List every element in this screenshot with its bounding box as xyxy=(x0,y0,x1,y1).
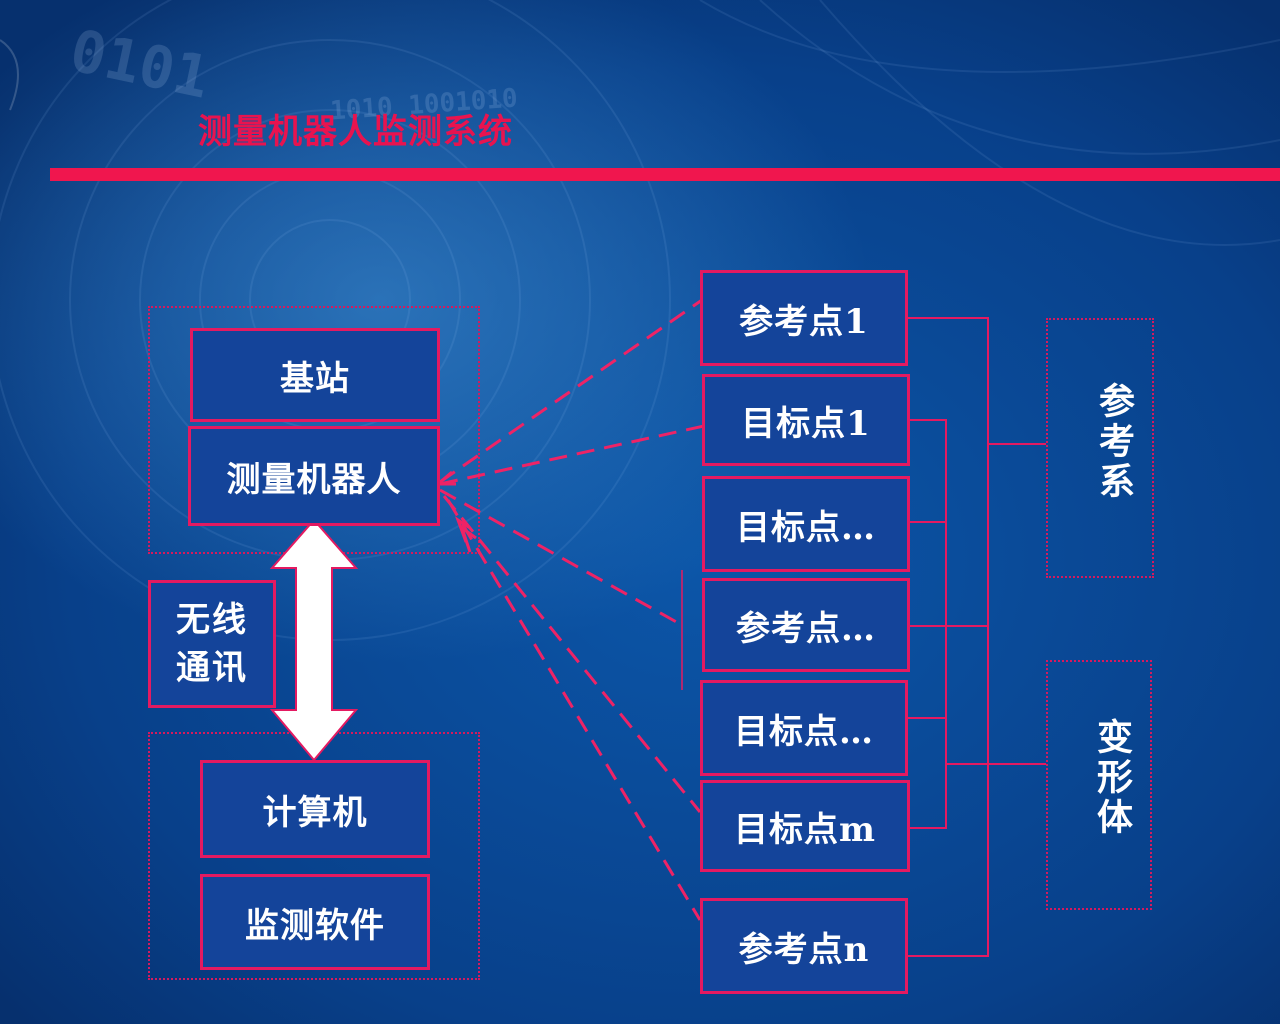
wireless-double-arrow xyxy=(269,518,359,762)
sight-line-reference-n xyxy=(446,499,702,921)
arrowhead xyxy=(459,524,477,553)
point-label: 参考点1 xyxy=(739,301,869,342)
point-reference-mid: 参考点… xyxy=(702,578,910,672)
base-station-box: 基站 xyxy=(190,328,440,422)
sight-line-target-1 xyxy=(439,424,705,486)
sight-line-target-m xyxy=(442,495,702,813)
deformation-bracket-line xyxy=(908,419,947,829)
software-box: 监测软件 xyxy=(200,874,430,970)
point-target-1: 目标点1 xyxy=(702,374,910,466)
reference-frame-label: 参考系 xyxy=(1093,382,1135,502)
point-label: 目标点… xyxy=(734,711,874,752)
point-label: 目标点m xyxy=(734,809,876,850)
sight-line-reference-1 xyxy=(439,298,703,484)
base-station-label: 基站 xyxy=(280,358,350,399)
sight-line-reference-mid xyxy=(439,488,681,626)
robot-label: 测量机器人 xyxy=(226,459,402,500)
slide-title: 测量机器人监测系统 xyxy=(198,112,513,152)
point-label: 参考点n xyxy=(738,929,870,970)
computer-box: 计算机 xyxy=(200,760,430,858)
point-label: 目标点… xyxy=(736,507,876,548)
deformation-body-label: 变形体 xyxy=(1091,718,1133,838)
point-target-mid: 目标点… xyxy=(702,476,910,572)
deformation-body-group xyxy=(1046,660,1152,910)
point-reference-1: 参考点1 xyxy=(700,270,908,366)
point-reference-n: 参考点n xyxy=(700,898,908,994)
point-target-m: 目标点m xyxy=(700,780,910,872)
wireless-comm-box: 无线 通讯 xyxy=(148,580,276,708)
reference-bracket-line xyxy=(906,317,989,957)
comm-label-line2: 通讯 xyxy=(176,648,248,688)
comm-label-line1: 无线 xyxy=(176,600,248,640)
point-label: 参考点… xyxy=(736,608,876,649)
software-label: 监测软件 xyxy=(245,905,385,946)
title-rule xyxy=(50,168,1280,181)
robot-box: 测量机器人 xyxy=(188,426,440,526)
computer-label: 计算机 xyxy=(262,792,368,833)
reference-frame-group xyxy=(1046,318,1154,578)
point-target-mid-2: 目标点… xyxy=(700,680,908,776)
point-label: 目标点1 xyxy=(741,403,871,444)
